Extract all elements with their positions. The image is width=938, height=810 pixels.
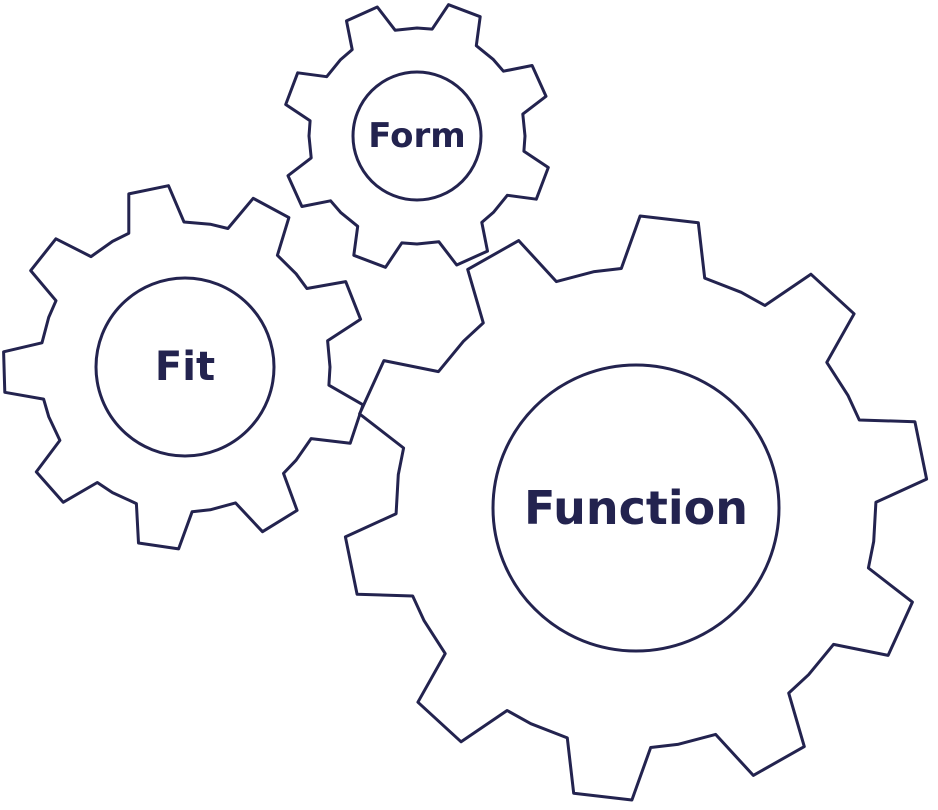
gear-function: Function (343, 214, 929, 802)
gear-form-label: Form (368, 116, 465, 156)
gear-form-hub (351, 70, 483, 202)
gear-function-hub (491, 363, 781, 653)
gear-function-label: Function (524, 481, 748, 535)
gear-fit-hub (94, 276, 276, 458)
gear-fit: Fit (2, 184, 365, 551)
gear-form: Form (284, 3, 550, 269)
gear-fit-label: Fit (155, 344, 215, 390)
